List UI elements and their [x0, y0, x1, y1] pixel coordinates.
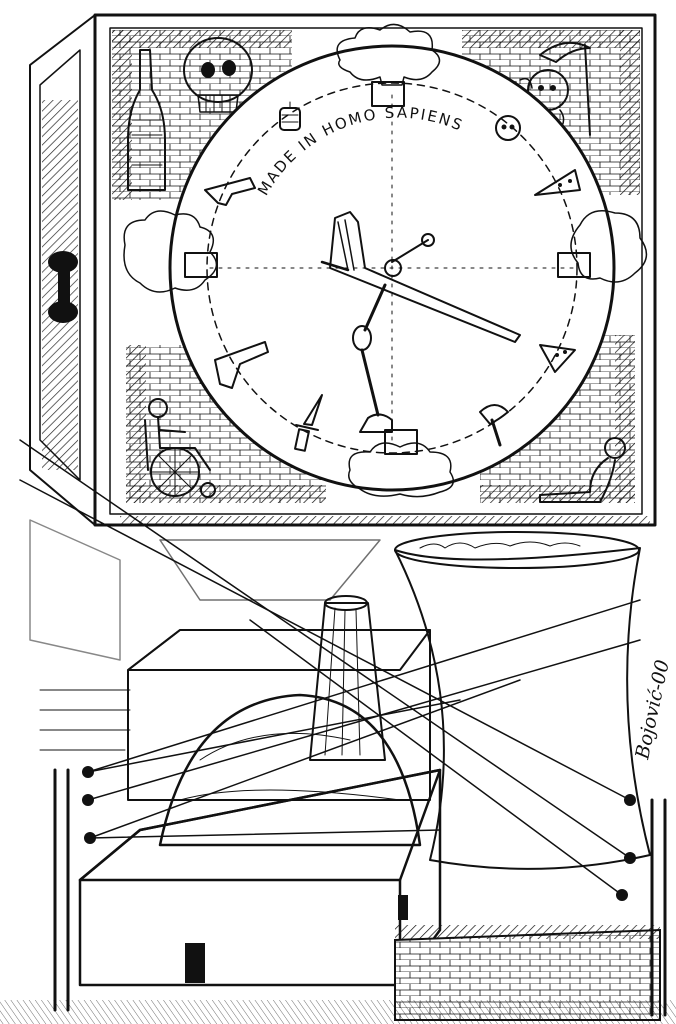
- power-wires: [19, 439, 641, 896]
- doorway: [185, 943, 205, 983]
- pistol-icon: [204, 177, 256, 206]
- cooling-tower: [394, 531, 651, 870]
- axe-icon: [479, 404, 509, 447]
- dagger-icon: [294, 394, 323, 452]
- clock-box: MADE IN HOMO SAPIENS: [29, 13, 657, 527]
- winding-key-icon: [48, 251, 78, 323]
- artist-signature: Bojović-00: [631, 658, 674, 762]
- pistol-icon: [214, 341, 269, 389]
- clock-hand-crutch: [320, 211, 521, 343]
- clock-hand-leg-bone: [352, 283, 393, 433]
- reactor-building: [127, 629, 431, 847]
- clock-front-face: [93, 13, 657, 527]
- stepped-pit: [394, 925, 661, 1021]
- mushroom-cloud-icon: [348, 429, 455, 498]
- reactor-dome: [158, 693, 422, 847]
- grenade-icon: [279, 101, 301, 131]
- mushroom-cloud-icon: [123, 210, 218, 293]
- cheese-wedge-icon: [539, 344, 576, 373]
- power-plant-scene: Bojović-00: [0, 439, 676, 1024]
- wheelchair-icon: [144, 398, 216, 498]
- cheese-wedge-icon: [534, 169, 581, 196]
- mushroom-cloud-icon: [336, 23, 441, 107]
- seated-figure-icon: [539, 437, 626, 503]
- fence-post-left: [53, 766, 96, 1012]
- skull-icon: [495, 115, 521, 141]
- mushroom-cloud-icon: [557, 210, 648, 283]
- foreground-block: [78, 768, 442, 987]
